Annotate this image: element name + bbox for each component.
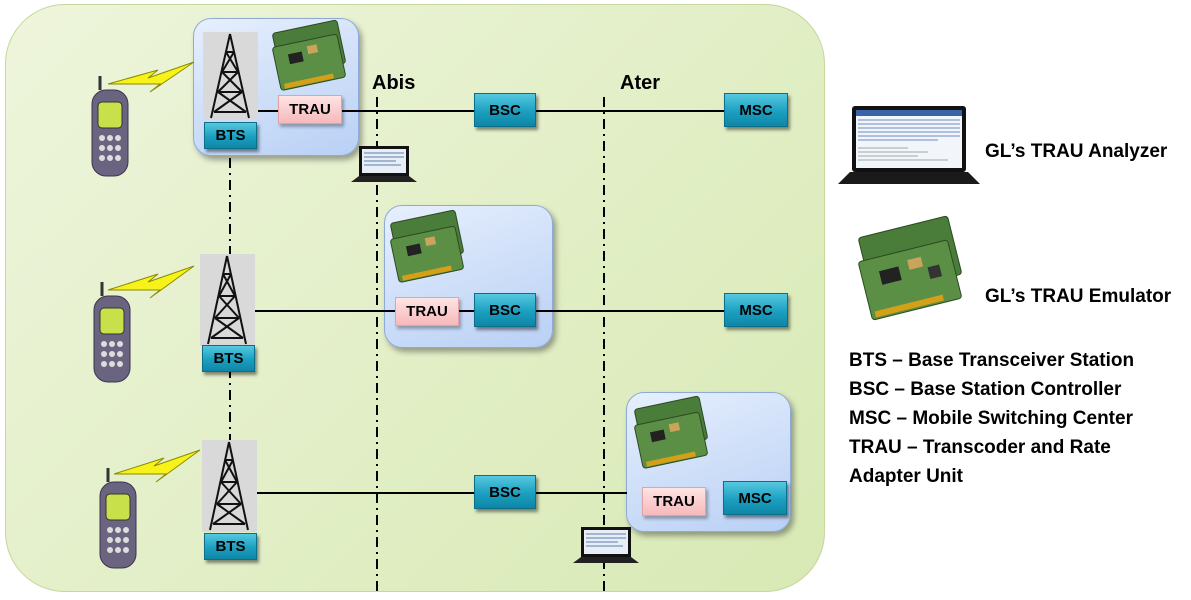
legend-trau: TRAU – Transcoder and Rate bbox=[849, 437, 1111, 458]
bts-tower-icon bbox=[202, 440, 257, 532]
msc-node[interactable]: MSC bbox=[723, 481, 787, 515]
bsc-node[interactable]: BSC bbox=[474, 293, 536, 327]
trau-emulator-label: GL’s TRAU Emulator bbox=[985, 286, 1172, 307]
abis-interface-label: Abis bbox=[372, 72, 416, 94]
legend-bts: BTS – Base Transceiver Station bbox=[849, 350, 1135, 371]
msc-node[interactable]: MSC bbox=[724, 293, 788, 327]
legend-msc: MSC – Mobile Switching Center bbox=[849, 408, 1133, 429]
bts-node[interactable]: BTS bbox=[202, 345, 255, 372]
bsc-node[interactable]: BSC bbox=[474, 93, 536, 127]
trau-card-icon bbox=[634, 395, 708, 469]
trau-node[interactable]: TRAU bbox=[395, 297, 459, 326]
laptop-icon bbox=[573, 527, 639, 563]
trau-analyzer-laptop-icon bbox=[838, 106, 980, 184]
trau-analyzer-label: GL’s TRAU Analyzer bbox=[985, 141, 1168, 162]
bts-node[interactable]: BTS bbox=[204, 533, 257, 560]
trau-node[interactable]: TRAU bbox=[642, 487, 706, 516]
trau-card-icon bbox=[390, 209, 464, 283]
bts-tower-icon bbox=[203, 32, 258, 120]
legend-bsc: BSC – Base Station Controller bbox=[849, 379, 1122, 400]
mobile-phone-icon bbox=[93, 265, 195, 383]
msc-node[interactable]: MSC bbox=[724, 93, 788, 127]
ater-interface-label: Ater bbox=[620, 72, 661, 94]
mobile-phone-icon bbox=[99, 449, 201, 569]
mobile-phone-icon bbox=[91, 61, 195, 177]
trau-node[interactable]: TRAU bbox=[278, 95, 342, 124]
trau-emulator-card-icon bbox=[858, 215, 962, 321]
legend-trau-cont: Adapter Unit bbox=[849, 466, 963, 487]
laptop-icon bbox=[351, 146, 417, 182]
abbreviation-legend: BTS – Base Transceiver Station BSC – Bas… bbox=[849, 346, 1134, 491]
bts-node[interactable]: BTS bbox=[204, 122, 257, 149]
bts-tower-icon bbox=[200, 254, 255, 346]
bsc-node[interactable]: BSC bbox=[474, 475, 536, 509]
trau-card-icon bbox=[272, 19, 346, 91]
